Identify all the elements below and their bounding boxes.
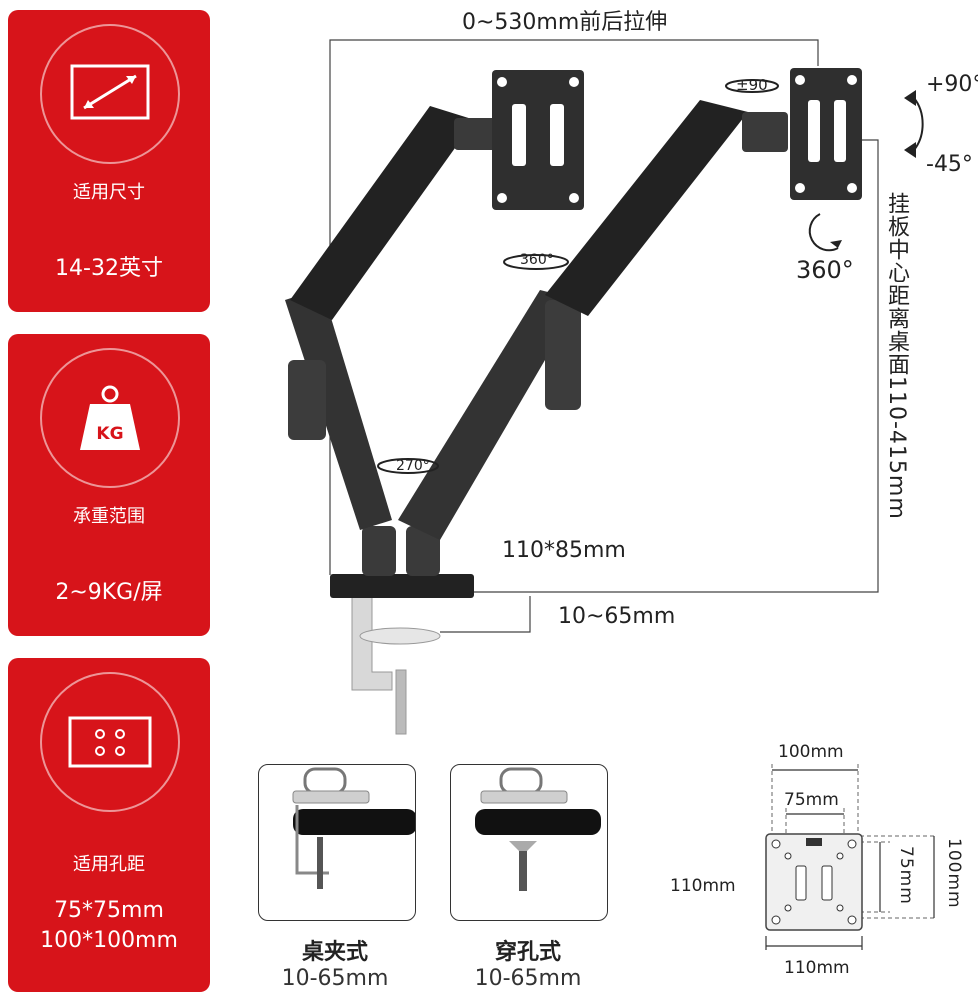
weight-kg-icon: KG	[40, 348, 180, 488]
monitor-arm-diagram	[285, 39, 924, 735]
stretch-label: 0~530mm前后拉伸	[462, 10, 668, 35]
feature-value: 2~9KG/屏	[55, 580, 163, 605]
swivel-plate-label: ±90	[736, 76, 768, 94]
grommet-title: 穿孔式	[494, 940, 561, 965]
vesa-plate-height: 110mm	[670, 876, 736, 896]
arm-rotate-base-label: 270°	[396, 458, 430, 474]
grommet-range: 10-65mm	[474, 966, 582, 991]
feature-value: 14-32英寸	[55, 256, 163, 281]
grommet-inset	[450, 764, 608, 921]
clamp-range-label: 10~65mm	[558, 604, 676, 629]
feature-label: 适用尺寸	[73, 182, 145, 203]
vesa-outer-height: 100mm	[944, 838, 964, 909]
tilt-down-label: -45°	[926, 152, 973, 177]
vesa-inner-width: 75mm	[784, 790, 839, 810]
vesa-plate-width: 110mm	[784, 958, 850, 978]
tilt-up-label: +90°	[926, 72, 978, 97]
screen-size-icon	[40, 24, 180, 164]
desk-clamp-range: 10-65mm	[281, 966, 389, 991]
desk-clamp-caption: 桌夹式 10-65mm	[250, 934, 420, 991]
grommet-caption: 穿孔式 10-65mm	[443, 934, 613, 991]
weight-badge: KG	[96, 424, 124, 444]
desk-clamp-icon	[292, 767, 415, 889]
base-size-label: 110*85mm	[502, 538, 626, 563]
feature-value-2: 100*100mm	[40, 928, 178, 953]
feature-label: 适用孔距	[73, 854, 145, 875]
vertical-height-label: 挂板中心距离桌面110-415mm	[884, 192, 909, 520]
vesa-outer-width: 100mm	[778, 742, 844, 762]
vesa-inner-height: 75mm	[896, 846, 916, 905]
grommet-mount-icon	[475, 767, 601, 891]
feature-value: 75*75mm	[54, 898, 164, 923]
feature-card-size: 适用尺寸 14-32英寸	[8, 10, 210, 312]
feature-card-weight: KG 承重范围 2~9KG/屏	[8, 334, 210, 636]
arm-rotate-mid-label: 360°	[520, 252, 554, 268]
vesa-holes-icon	[40, 672, 180, 812]
feature-label: 承重范围	[73, 506, 145, 527]
desk-clamp-title: 桌夹式	[301, 940, 368, 965]
desk-clamp-inset	[258, 764, 416, 921]
rotate-panel-label: 360°	[796, 256, 854, 284]
feature-card-vesa: 适用孔距 75*75mm 100*100mm	[8, 658, 210, 992]
